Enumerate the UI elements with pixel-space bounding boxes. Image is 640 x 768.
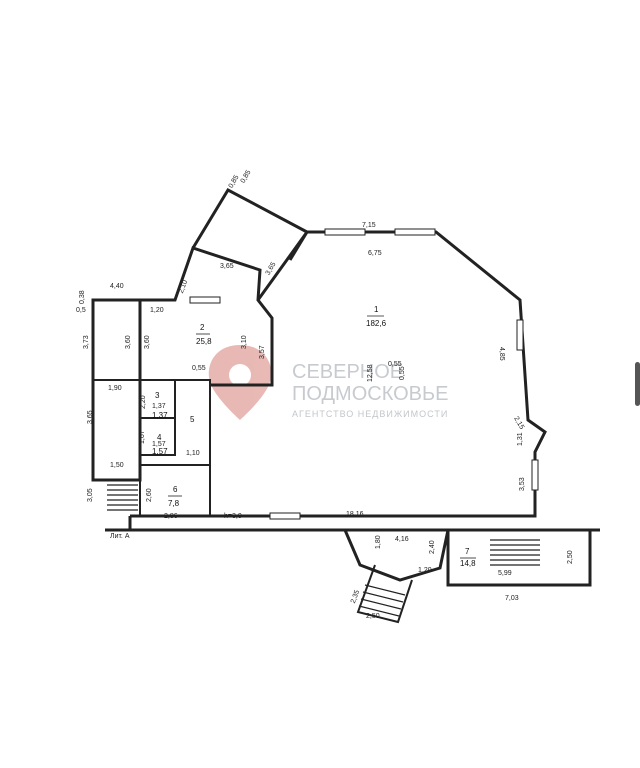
dim-label: 12,58 bbox=[367, 364, 374, 382]
dim-label: 6,75 bbox=[368, 250, 382, 257]
dim-label: 1,20 bbox=[150, 307, 164, 314]
dim-label: 3,53 bbox=[519, 477, 526, 491]
room-4-area: 1,57 bbox=[152, 447, 168, 456]
stairs-entrance bbox=[358, 584, 406, 617]
stairs-left bbox=[107, 484, 138, 511]
dim-label: 0,55 bbox=[399, 366, 406, 380]
dim-label: 1,67 bbox=[139, 430, 146, 444]
dim-label: 5,99 bbox=[498, 570, 512, 577]
location-pin-logo-icon bbox=[208, 345, 272, 420]
dim-label: 1,10 bbox=[186, 450, 200, 457]
dim-label: 1,50 bbox=[110, 462, 124, 469]
dim-label: 0,5 bbox=[76, 307, 86, 314]
room-5-number: 5 bbox=[190, 415, 195, 424]
watermark-line-2: ПОДМОСКОВЬЕ bbox=[292, 383, 448, 405]
dim-label: 1,57 bbox=[152, 441, 166, 448]
wall-top-wedge bbox=[191, 188, 310, 261]
dim-label: 2,20 bbox=[140, 395, 147, 409]
dim-label: 1,80 bbox=[375, 535, 382, 549]
window-room2 bbox=[189, 296, 221, 304]
dim-label: 2,40 bbox=[429, 540, 436, 554]
dim-label: 3,57 bbox=[259, 345, 266, 359]
room-1-number: 1 bbox=[374, 305, 379, 314]
dim-label: 2,35 bbox=[350, 589, 361, 604]
room-2-area: 25,8 bbox=[196, 337, 212, 346]
dim-label: 1,31 bbox=[517, 432, 524, 446]
stairs-room-7 bbox=[490, 539, 540, 566]
dim-label: 0,38 bbox=[79, 290, 86, 304]
wall-entrance-steps bbox=[356, 564, 413, 624]
dim-label: 7,03 bbox=[505, 595, 519, 602]
dim-label: 3,65 bbox=[87, 410, 94, 424]
walls bbox=[91, 188, 600, 624]
window-top-1 bbox=[324, 228, 366, 236]
window-top-2 bbox=[394, 228, 436, 236]
room-1-area: 182,6 bbox=[366, 319, 387, 328]
dim-label: 0,85 bbox=[240, 169, 253, 184]
room-6-area: 7,8 bbox=[168, 499, 180, 508]
dim-label: 7,15 bbox=[362, 222, 376, 229]
dim-label: 2,60 bbox=[146, 488, 153, 502]
wall-entrance bbox=[343, 529, 450, 582]
dimension-labels: 7,15 6,75 4,85 2,15 1,31 3,53 18,16 4,16… bbox=[76, 169, 574, 620]
dim-label: 2,50 bbox=[366, 613, 380, 620]
window-right-2 bbox=[531, 459, 539, 491]
dim-label: 4,40 bbox=[110, 283, 124, 290]
room-2-number: 2 bbox=[200, 323, 205, 332]
dim-label: 3,65 bbox=[220, 263, 234, 270]
dim-label: 3,60 bbox=[125, 335, 132, 349]
window-right-1 bbox=[516, 319, 524, 351]
dim-label: 4,85 bbox=[498, 347, 505, 361]
dim-label: 3,10 bbox=[241, 335, 248, 349]
wall-room-7 bbox=[446, 530, 592, 587]
room-7-area: 14,8 bbox=[460, 559, 476, 568]
dim-label: 2,15 bbox=[512, 416, 525, 431]
windows bbox=[189, 228, 539, 520]
wall-small-rooms bbox=[140, 379, 211, 516]
dim-label: 4,16 bbox=[395, 536, 409, 543]
room-3-number: 3 bbox=[155, 391, 160, 400]
dim-label: 3,73 bbox=[83, 335, 90, 349]
dim-label: 1,20 bbox=[418, 567, 432, 574]
dim-label: 3,60 bbox=[144, 335, 151, 349]
dim-label: 2,86 bbox=[164, 513, 178, 520]
room-7-number: 7 bbox=[465, 547, 470, 556]
room-3-area: 1,37 bbox=[152, 411, 168, 420]
room-4-number: 4 bbox=[157, 433, 162, 442]
dim-label: 2,10 bbox=[178, 279, 189, 294]
sheet-label: Лит. А bbox=[110, 533, 130, 540]
watermark-line-1: СЕВЕРНОЕ bbox=[292, 361, 403, 383]
dim-label: 2,50 bbox=[567, 550, 574, 564]
dim-label: 18,16 bbox=[346, 511, 364, 518]
wall-room-2 bbox=[140, 246, 274, 387]
watermark-line-3: АГЕНТСТВО НЕДВИЖИМОСТИ bbox=[292, 409, 448, 419]
watermark: СЕВЕРНОЕ ПОДМОСКОВЬЕ АГЕНТСТВО НЕДВИЖИМО… bbox=[208, 345, 448, 420]
dim-label: 3,05 bbox=[87, 488, 94, 502]
room-6-number: 6 bbox=[173, 485, 178, 494]
dim-label: 0,55 bbox=[388, 361, 402, 368]
dim-label: h=3,0 bbox=[224, 513, 242, 520]
room-labels: 1 182,6 2 25,8 3 1,37 4 1,57 5 6 7,8 7 1… bbox=[110, 305, 476, 568]
dim-label: 0,55 bbox=[192, 365, 206, 372]
dim-label: 0,85 bbox=[228, 174, 241, 189]
scrollbar[interactable] bbox=[635, 362, 640, 406]
window-bottom-1 bbox=[269, 512, 301, 520]
dim-label: 1,37 bbox=[152, 403, 166, 410]
dim-label: 1,90 bbox=[108, 385, 122, 392]
